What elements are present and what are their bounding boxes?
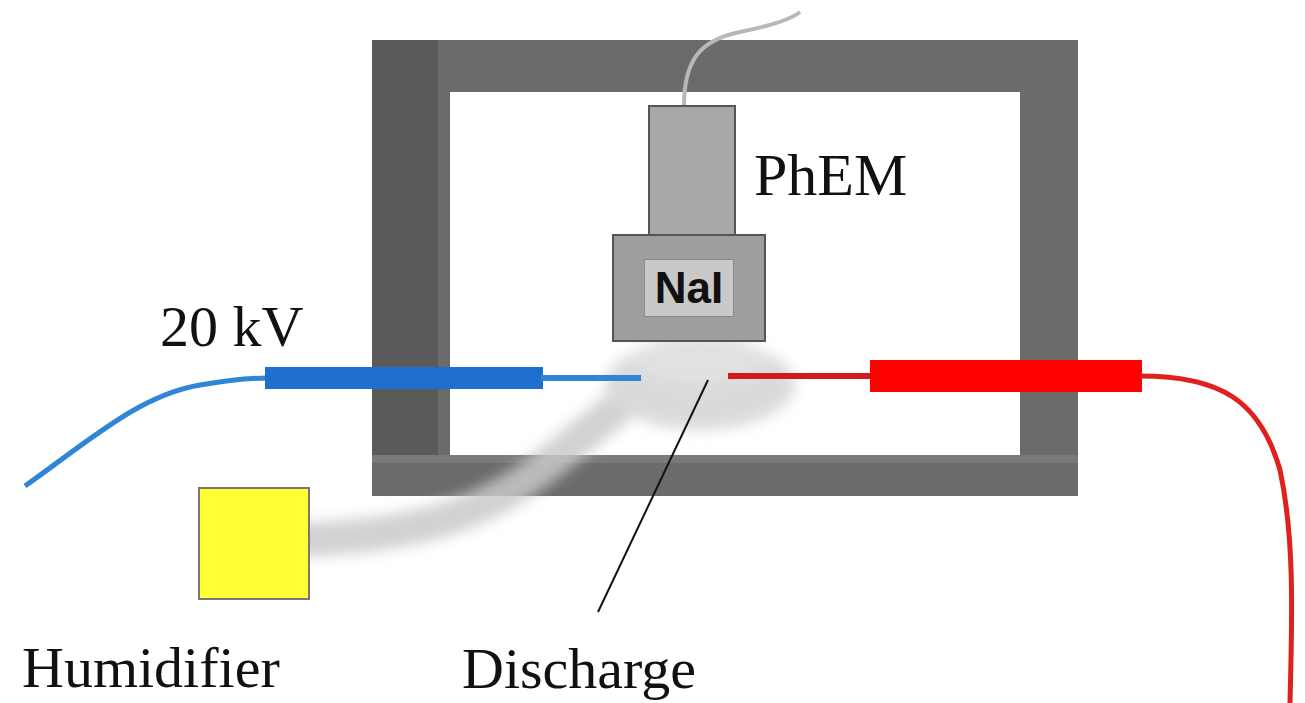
discharge-label: Discharge bbox=[462, 640, 696, 698]
box-label: NaI bbox=[644, 259, 734, 317]
frame-post bbox=[372, 40, 438, 460]
part-label: PhEM bbox=[754, 145, 907, 205]
humidifier-box: Humidifier bbox=[198, 487, 310, 600]
hv-wire bbox=[25, 378, 268, 486]
chamber-frame bbox=[372, 40, 1078, 496]
leader-line bbox=[598, 380, 708, 612]
scintillator-box: NaI bbox=[612, 234, 766, 342]
blue-electrode-tip bbox=[541, 375, 641, 381]
red-electrode-sleeve bbox=[870, 360, 1142, 392]
blue-electrode-sleeve bbox=[265, 367, 543, 389]
ground-wire bbox=[1140, 376, 1292, 703]
frame-edge bbox=[372, 455, 1078, 463]
part-label: Humidifier bbox=[22, 639, 280, 697]
signal-cable bbox=[684, 12, 800, 106]
photomultiplier-box: PhEM bbox=[648, 105, 736, 236]
vapour-stream bbox=[300, 335, 795, 540]
red-electrode-tip bbox=[728, 373, 873, 379]
voltage-label: 20 kV bbox=[160, 298, 303, 356]
